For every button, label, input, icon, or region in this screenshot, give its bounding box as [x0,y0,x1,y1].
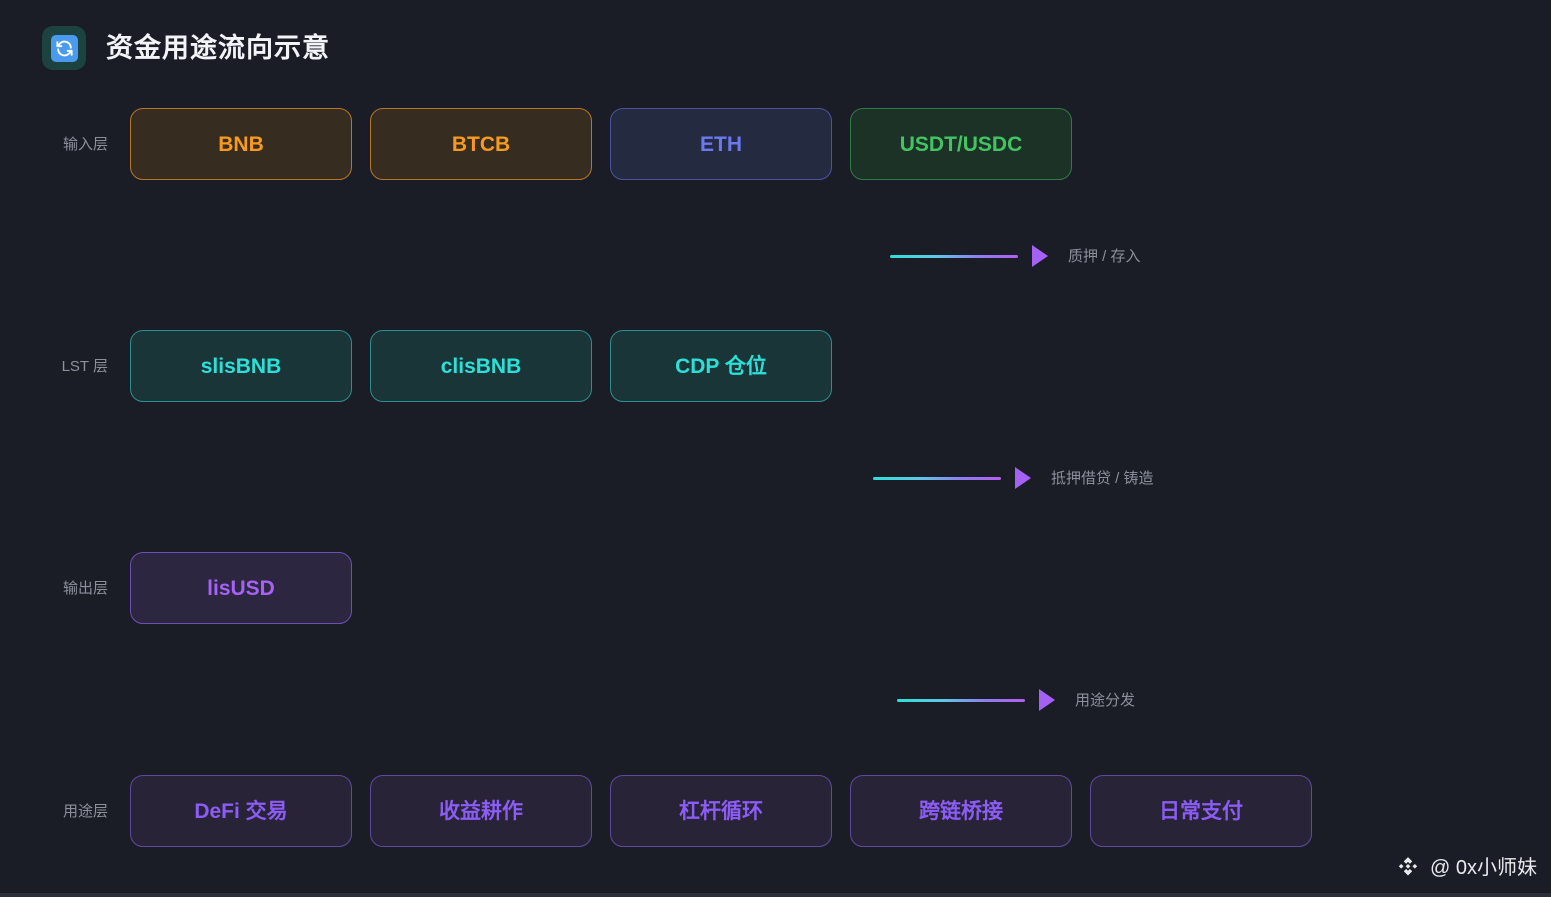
refresh-sync-icon [42,26,86,70]
node-usage-layer-2[interactable]: 杠杆循环 [610,775,832,847]
node-input-layer-2[interactable]: ETH [610,108,832,180]
node-usage-layer-3[interactable]: 跨链桥接 [850,775,1072,847]
connector-line-icon [897,698,1025,702]
arrow-right-icon [1032,245,1048,267]
node-input-layer-1[interactable]: BTCB [370,108,592,180]
watermark-handle: @ 0x小师妹 [1430,857,1537,879]
node-usage-layer-0[interactable]: DeFi 交易 [130,775,352,847]
arrow-right-icon [1015,467,1031,489]
row-label-output-layer: 输出层 [62,579,108,597]
connector-label: 质押 / 存入 [1068,247,1141,265]
connector-label: 抵押借贷 / 铸造 [1051,469,1154,487]
page-header: 资金用途流向示意 [42,26,330,70]
connector-line-icon [873,476,1001,480]
diagram-row-output-layer: 输出层 lisUSD [0,552,352,624]
binance-diamond-icon [1398,857,1418,876]
row-label-usage-layer: 用途层 [62,802,108,820]
connector-line-icon [890,254,1018,258]
node-usage-layer-4[interactable]: 日常支付 [1090,775,1312,847]
page-title: 资金用途流向示意 [106,32,330,63]
node-output-layer-0[interactable]: lisUSD [130,552,352,624]
row-nodes-usage-layer: DeFi 交易收益耕作杠杆循环跨链桥接日常支付 [130,775,1312,847]
watermark: @ 0x小师妹 [1395,855,1537,881]
node-lst-layer-1[interactable]: clisBNB [370,330,592,402]
connector-usage-distribution: 用途分发 [897,689,1135,711]
connector-label: 用途分发 [1075,691,1136,709]
node-input-layer-0[interactable]: BNB [130,108,352,180]
connector-collateral-mint: 抵押借贷 / 铸造 [873,467,1154,489]
diagram-row-usage-layer: 用途层 DeFi 交易收益耕作杠杆循环跨链桥接日常支付 [0,775,1312,847]
row-label-lst-layer: LST 层 [61,357,108,375]
refresh-sync-glyph [50,34,78,62]
bottom-strip [0,893,1551,897]
node-input-layer-3[interactable]: USDT/USDC [850,108,1072,180]
row-label-input-layer: 输入层 [62,135,108,153]
arrow-right-icon [1039,689,1055,711]
connector-stake-deposit: 质押 / 存入 [890,245,1141,267]
node-usage-layer-1[interactable]: 收益耕作 [370,775,592,847]
node-lst-layer-0[interactable]: slisBNB [130,330,352,402]
row-nodes-output-layer: lisUSD [130,552,352,624]
node-lst-layer-2[interactable]: CDP 仓位 [610,330,832,402]
